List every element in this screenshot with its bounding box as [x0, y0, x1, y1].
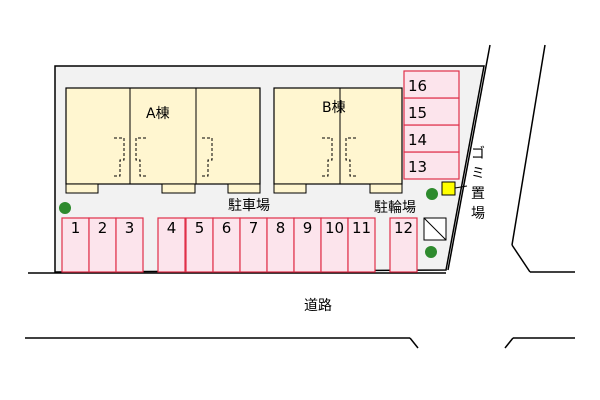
tree-icon [426, 188, 438, 200]
parking-stall-number: 1 [71, 219, 81, 237]
parking-stall-box [293, 217, 322, 273]
parking-stall-number: 8 [276, 219, 286, 237]
parking-stall-box [389, 217, 418, 273]
parking-stall-number: 9 [303, 219, 313, 237]
parking-stall-box [347, 217, 376, 273]
garbage-area-label: ゴミ置場 [471, 145, 485, 222]
parking-stall-number: 12 [394, 219, 413, 237]
parking-stall: 13 [403, 151, 460, 180]
parking-stall-box [157, 217, 186, 273]
tree-icon [59, 202, 71, 214]
parking-stall-number: 4 [167, 219, 177, 237]
building-b-label: B棟 [322, 100, 346, 116]
parking-stall-box [403, 151, 460, 180]
parking-stall-box [61, 217, 90, 273]
parking-stall: 6 [212, 217, 241, 273]
parking-stall-box [320, 217, 349, 273]
parking-stall-number: 2 [98, 219, 108, 237]
parking-stall: 4 [157, 217, 186, 273]
road-edge-bottom-right [504, 337, 514, 349]
parking-stall: 12 [389, 217, 418, 273]
parking-stall: 1 [61, 217, 90, 273]
parking-stall: 10 [320, 217, 349, 273]
parking-stall: 14 [403, 124, 460, 153]
parking-stall: 5 [185, 217, 214, 273]
parking-stall: 3 [115, 217, 144, 273]
bicycle-parking-label: 駐輪場 [374, 199, 416, 216]
side-road-line-far [511, 44, 546, 246]
parking-stall-number: 14 [408, 131, 427, 149]
road-label: 道路 [304, 298, 332, 314]
parking-label: 駐車場 [228, 197, 270, 214]
parking-stall: 11 [347, 217, 376, 273]
parking-stall-box [266, 217, 295, 273]
parking-stall-number: 3 [125, 219, 135, 237]
parking-stall-box [403, 70, 460, 99]
parking-stall-box [115, 217, 144, 273]
building-b [273, 87, 403, 194]
parking-stall-number: 5 [195, 219, 205, 237]
parking-stall-number: 16 [408, 77, 427, 95]
parking-stall: 15 [403, 97, 460, 126]
garbage-area [441, 181, 456, 196]
parking-stall-number: 13 [408, 158, 427, 176]
parking-stall: 7 [239, 217, 268, 273]
parking-stall-box [88, 217, 117, 273]
building-a [65, 87, 261, 194]
garbage-area-pointer [454, 185, 468, 189]
parking-stall-number: 15 [408, 104, 427, 122]
parking-stall: 2 [88, 217, 117, 273]
parking-stall: 9 [293, 217, 322, 273]
building-a-label: A棟 [146, 106, 170, 122]
tree-icon [425, 246, 437, 258]
bicycle-parking [423, 217, 447, 241]
parking-stall: 8 [266, 217, 295, 273]
parking-stall-number: 11 [352, 219, 371, 237]
side-road-line [447, 44, 491, 271]
road-edge-bottom-corner [409, 337, 419, 349]
parking-stall: 16 [403, 70, 460, 99]
parking-stall-box [185, 217, 214, 273]
side-road-line-far-corner [511, 244, 531, 273]
parking-stall-number: 7 [249, 219, 259, 237]
parking-stall-number: 6 [222, 219, 232, 237]
parking-stall-number: 10 [325, 219, 344, 237]
